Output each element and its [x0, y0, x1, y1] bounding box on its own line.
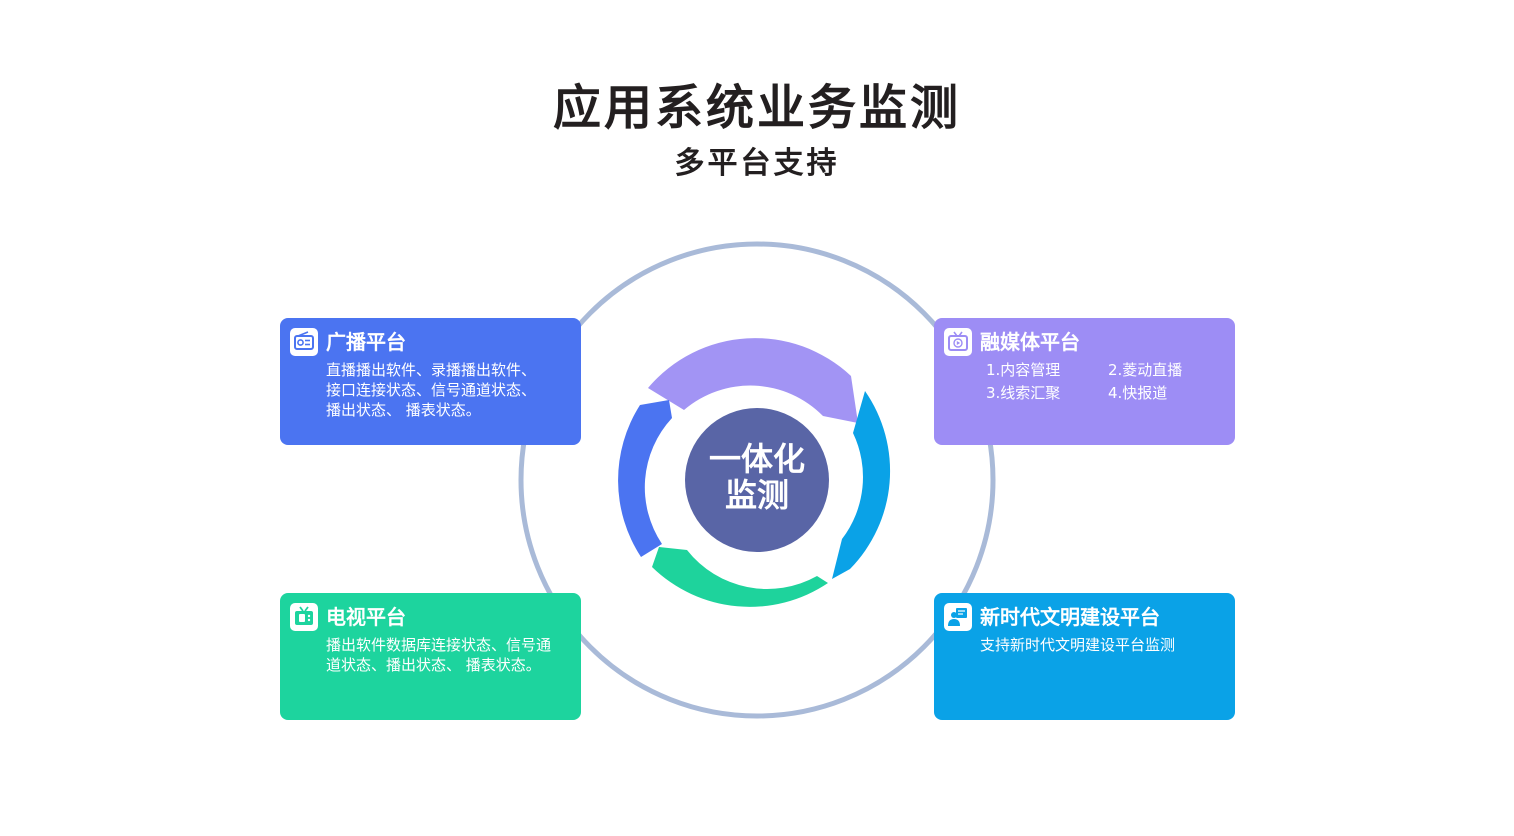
person-board-icon [944, 603, 972, 631]
page-subtitle: 多平台支持 [674, 146, 840, 181]
card-broadcast-platform: 广播平台 直播播出软件、录播播出软件、 接口连接状态、信号通道状态、 播出状态、… [280, 318, 581, 445]
cycle-arrow-green [652, 547, 828, 607]
cycle-arrow-blue [832, 391, 891, 579]
card-item: 3.线索汇聚 [986, 384, 1061, 402]
card-title: 广播平台 [326, 330, 406, 354]
card-title: 新时代文明建设平台 [980, 605, 1160, 629]
card-media-platform: 融媒体平台 1.内容管理 2.菱动直播 3.线索汇聚 4.快报道 [934, 318, 1235, 445]
card-description-line: 接口连接状态、信号通道状态、 [326, 381, 537, 399]
center-label: 一体化 监测 [686, 441, 828, 513]
video-play-icon [944, 328, 972, 356]
card-description: 播出软件数据库连接状态、信号通 道状态、播出状态、 播表状态。 [326, 635, 578, 675]
radio-icon [290, 328, 318, 356]
center-disc [685, 408, 829, 552]
card-description: 支持新时代文明建设平台监测 [980, 636, 1176, 654]
cycle-arrow-purple [648, 338, 858, 423]
outer-ring [518, 241, 996, 719]
card-title: 电视平台 [326, 605, 406, 629]
card-item: 4.快报道 [1108, 384, 1168, 402]
card-description-line: 播出软件数据库连接状态、信号通 [326, 636, 552, 654]
card-description-line: 道状态、播出状态、 播表状态。 [326, 656, 541, 674]
cycle-arrow-royal-blue [618, 400, 672, 557]
card-civilization-platform: 新时代文明建设平台 支持新时代文明建设平台监测 [934, 593, 1235, 720]
page-title: 应用系统业务监测 [552, 80, 961, 136]
card-item-list: 1.内容管理 2.菱动直播 3.线索汇聚 4.快报道 [986, 360, 1226, 403]
card-title: 融媒体平台 [980, 330, 1080, 354]
center-label-line1: 一体化 [708, 440, 805, 478]
card-tv-platform: 电视平台 播出软件数据库连接状态、信号通 道状态、播出状态、 播表状态。 [280, 593, 581, 720]
card-item: 2.菱动直播 [1108, 361, 1183, 379]
cycle-arrows [618, 338, 891, 607]
tv-icon [290, 603, 318, 631]
center-label-line2: 监测 [724, 476, 789, 514]
card-description: 直播播出软件、录播播出软件、 接口连接状态、信号通道状态、 播出状态、 播表状态… [326, 360, 578, 420]
card-description-line: 直播播出软件、录播播出软件、 [326, 361, 537, 379]
card-item: 1.内容管理 [986, 361, 1061, 379]
card-description-line: 播出状态、 播表状态。 [326, 401, 481, 419]
